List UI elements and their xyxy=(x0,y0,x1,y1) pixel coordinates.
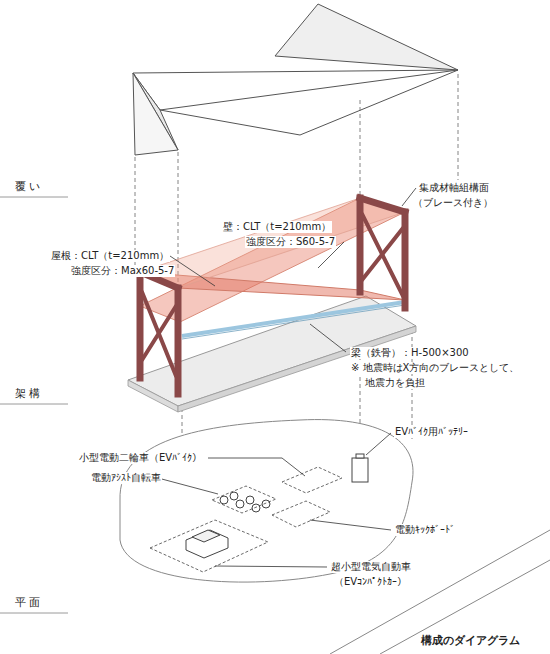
brace xyxy=(142,292,176,376)
callout-text: 小型電動二輪車（EVﾊﾞｲｸ） xyxy=(78,452,199,464)
section-rule xyxy=(0,404,68,405)
callout-text: 集成材軸組構面 xyxy=(418,182,490,194)
callout-text: 地震力を負担 xyxy=(364,377,426,389)
road-line xyxy=(330,530,550,654)
site-outline xyxy=(120,420,413,583)
caption: 構成のダイアグラム xyxy=(420,634,521,647)
section-label: 平 面 xyxy=(14,596,42,609)
brace xyxy=(142,306,176,360)
callout-text: EVﾊﾞｲｸ用ﾊﾞｯﾃﾘｰ xyxy=(394,426,469,438)
kickboard-space xyxy=(272,501,330,527)
callout-text: （ブレース付き） xyxy=(412,197,494,209)
steel-beam-edge xyxy=(182,305,405,339)
leader-line xyxy=(158,478,218,494)
base-slab-edge xyxy=(128,380,178,412)
brace xyxy=(362,214,403,296)
leader-line xyxy=(170,256,215,286)
roof-cover xyxy=(133,4,458,155)
battery-body xyxy=(352,458,368,482)
wheel xyxy=(230,492,238,500)
parking-areas xyxy=(150,467,342,572)
steel-beam xyxy=(182,302,405,336)
road-lines xyxy=(330,530,550,654)
car-roof xyxy=(192,530,220,542)
leader-line xyxy=(208,458,305,476)
callout-text: （EVｺﾝﾊﾟｸﾄｶｰ） xyxy=(333,576,404,588)
frame-beam xyxy=(360,198,405,212)
bicycle-icons xyxy=(220,492,270,512)
section-label: 架 構 xyxy=(14,387,42,400)
callout-text: 強度区分：Max60-5-7 xyxy=(70,265,175,277)
leader-line xyxy=(310,520,391,530)
callout-text: 屋根：CLT（t=210mm） xyxy=(50,250,170,262)
wheel xyxy=(220,496,228,504)
bicycle-space xyxy=(212,486,276,513)
projection-line xyxy=(360,100,361,196)
roof-plane xyxy=(133,70,458,135)
roof-crease xyxy=(160,70,458,110)
column xyxy=(175,288,182,394)
section-label: 覆 い xyxy=(14,180,42,193)
callout-text: 強度区分：S60-5-7 xyxy=(245,236,336,248)
callout-text: 超小型電気自動車 xyxy=(330,561,412,573)
roof-clt-top xyxy=(140,198,405,288)
wheel xyxy=(252,504,260,512)
wheel xyxy=(262,500,270,508)
leader-line xyxy=(366,433,391,455)
battery-icon xyxy=(352,454,368,482)
callout-text: 壁：CLT（t=210mm） xyxy=(222,221,332,233)
callout-text: 電動ｷｯｸﾎﾞｰﾄﾞ xyxy=(394,524,456,536)
car-body xyxy=(186,530,228,558)
leader-line xyxy=(215,566,327,567)
wheel xyxy=(236,500,244,508)
battery-cap xyxy=(356,454,364,458)
projection-line xyxy=(458,74,459,180)
section-rule xyxy=(0,197,68,198)
leader-line xyxy=(310,324,346,352)
column xyxy=(137,272,144,378)
road-line xyxy=(380,560,550,654)
callout-text: 梁（鉄骨）：H-500×300 xyxy=(350,347,470,359)
section-rule xyxy=(0,613,68,614)
callout-text: ※ 地震時はX方向のブレースとして、 xyxy=(350,362,520,374)
brace xyxy=(362,228,403,280)
ev-bike-space xyxy=(282,467,342,493)
roof-fold xyxy=(133,73,178,155)
callout-text: 電動ｱｼｽﾄ自転車 xyxy=(90,472,162,484)
car-space xyxy=(150,520,268,572)
wheel xyxy=(246,496,254,504)
car-icon xyxy=(186,530,228,558)
roof-fold xyxy=(275,4,458,70)
